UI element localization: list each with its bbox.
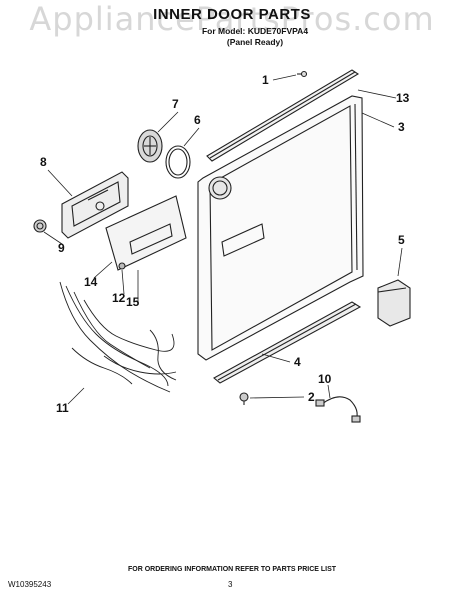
inner-door-panel [197,95,364,361]
vent-cap [137,129,163,163]
callout-8: 8 [40,155,47,169]
callout-12: 12 [112,291,126,305]
watermark: AppliancePartsPros.com [29,0,435,38]
callout-13: 13 [396,91,410,105]
gasket-ring [165,145,191,179]
screw-part-2 [239,392,249,405]
page-number: 3 [228,580,233,589]
callout-3: 3 [398,120,405,134]
model-subtitle: For Model: KUDE70FVPA4 (Panel Ready) [170,26,340,48]
top-trim-strip [206,69,360,162]
side-bracket [377,279,411,327]
dispenser-housing [61,171,129,239]
power-cord [315,396,361,423]
callout-9: 9 [58,241,65,255]
bottom-rail [213,301,362,384]
screw-part-1 [297,70,308,78]
document-number: W10395243 [8,580,52,589]
callout-7: 7 [172,97,179,111]
cover-plate [105,195,187,271]
ordering-note: FOR ORDERING INFORMATION REFER TO PARTS … [127,566,337,573]
callout-2: 2 [308,390,315,404]
panel-line: (Panel Ready) [226,37,284,47]
leader-lines [43,74,403,405]
callout-6: 6 [194,113,201,127]
callout-5: 5 [398,233,405,247]
page-title: INNER DOOR PARTS [153,6,311,23]
wire-harness [59,281,177,393]
callout-11: 11 [56,401,69,415]
knob [33,219,47,233]
callout-10: 10 [318,372,332,386]
callout-4: 4 [294,355,301,369]
model-line: For Model: KUDE70FVPA4 [201,26,309,36]
callout-14: 14 [84,275,98,289]
callout-15: 15 [126,295,140,309]
callout-1: 1 [262,73,269,87]
fastener [118,262,126,270]
